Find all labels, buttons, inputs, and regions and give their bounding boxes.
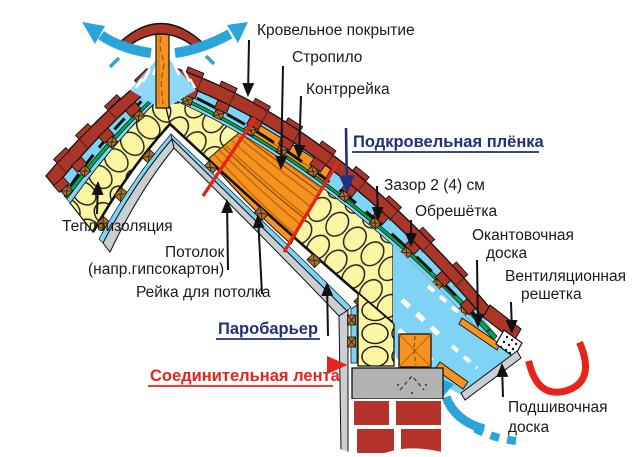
label-soffit-board-line1: Подшивочная [508,399,608,416]
label-ceiling-line1: Потолок [165,244,224,261]
label-vent-grille-line2: решетка [521,286,582,303]
left-roof-slope [45,62,175,253]
wall-battens [347,314,356,348]
wall-brickwork [340,399,446,457]
arrow-ceiling-batten [252,214,265,295]
section-cut-lines [201,117,340,253]
ridge-post [155,23,170,109]
label-rafter: Стропило [292,49,362,66]
label-edge-board-line1: Окантовочная [472,227,574,244]
brick-torn-edge [340,448,446,457]
label-gap: Зазор 2 (4) см [384,177,485,194]
label-tape: Соединительная лента [150,367,341,385]
rafter-tail-upper [458,317,501,351]
arrow-counter-batten [293,95,306,159]
ceiling-board-left [102,137,175,253]
callout-arrows [91,39,518,398]
label-underlay-film: Подкровельная плёнка [353,133,545,151]
label-edge-board-line2: доска [486,245,528,262]
arrow-gap [371,185,384,221]
label-vapor-barrier: Паробарьер [218,320,318,338]
label-soffit-board-line2: доска [508,419,550,436]
ridge-vent-arrow-right [174,22,248,66]
arrow-edge-board [471,259,484,328]
gutter [525,340,589,396]
arrow-ceiling [221,199,234,271]
ridge-vent-arrow-left [82,22,152,69]
vapor-barrier-wall [350,304,358,364]
label-roofing: Кровельное покрытие [257,22,415,39]
ridge-air-streaks [134,60,197,89]
label-counter-batten: Контррейка [306,81,390,98]
label-vent-grille-line1: Вентиляционная [505,268,626,285]
label-ceiling-line2: (напр.гипсокартон) [88,261,224,278]
wall [338,291,446,457]
arrow-soffit-board [496,363,509,398]
arrow-roofing [242,39,255,97]
right-roof-slope [162,63,522,345]
label-insulation: Теплоизоляция [62,218,173,235]
insulation-wall-column [357,291,395,367]
arrow-insulation [91,181,104,215]
mauerlat-beam [398,333,432,368]
concrete-beam [351,367,444,400]
roof-ridge [82,22,248,110]
arrow-vapor-barrier [321,282,334,337]
wall-interior-board [338,309,349,453]
arrow-vent-grille [505,301,518,334]
label-batten: Обрешётка [415,203,497,220]
counter-batten-dash-left [65,83,160,192]
arrow-rafter [275,65,288,170]
label-ceiling-batten: Рейка для потолка [136,284,271,301]
arrow-underlay-film [338,127,355,194]
